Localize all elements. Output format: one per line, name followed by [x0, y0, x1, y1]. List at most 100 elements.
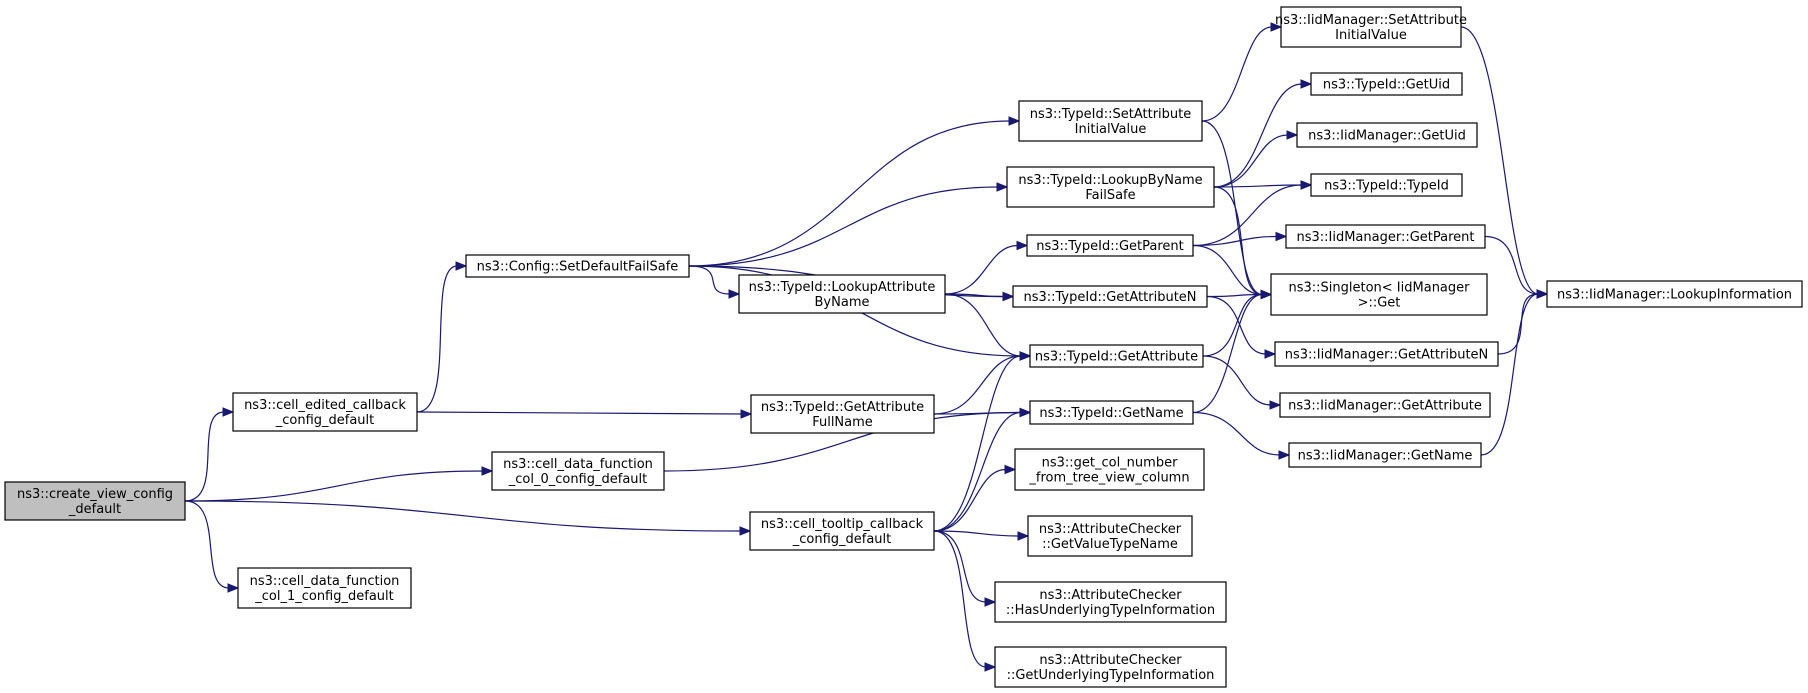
call-graph-nodes: ns3::create_view_config_defaultns3::cell… — [4, 6, 1803, 688]
node-label: _col_0_config_default — [508, 472, 648, 487]
edge-arrowhead — [455, 261, 468, 271]
node-tid-get-attr[interactable]: ns3::TypeId::GetAttribute — [1029, 344, 1204, 368]
node-box — [994, 581, 1227, 623]
node-box — [1288, 442, 1482, 468]
node-label: ns3::TypeId::GetAttributeN — [1023, 290, 1196, 305]
node-iid-get-name[interactable]: ns3::IidManager::GetName — [1288, 442, 1482, 468]
node-box — [1280, 6, 1462, 48]
node-label: _config_default — [275, 413, 375, 428]
edge-set-default-fs-to-tid-set-attr-iv — [688, 120, 1011, 267]
node-iid-get-parent[interactable]: ns3::IidManager::GetParent — [1285, 224, 1486, 249]
node-iid-get-attr-n[interactable]: ns3::IidManager::GetAttributeN — [1274, 341, 1499, 367]
edge-arrowhead — [1264, 349, 1277, 359]
node-ac-get-value-type[interactable]: ns3::AttributeChecker::GetValueTypeName — [1027, 515, 1193, 557]
edge-arrowhead — [1270, 22, 1283, 32]
node-box — [1006, 166, 1215, 208]
node-iid-lookup-info[interactable]: ns3::IidManager::LookupInformation — [1546, 280, 1803, 308]
edge-tid-get-name-to-iid-get-name — [1192, 411, 1281, 456]
node-label: ::GetUnderlyingTypeInformation — [1007, 668, 1215, 683]
edge-arrowhead — [1269, 400, 1282, 410]
edge-create-view-to-cell-edited — [184, 411, 225, 502]
node-cell-edited[interactable]: ns3::cell_edited_callback_config_default — [232, 392, 418, 432]
node-label: ns3::TypeId::LookupAttribute — [749, 280, 936, 295]
edge-cell-edited-to-set-default-fs — [416, 265, 458, 413]
edge-lookup-attr-byname-to-tid-get-attr-n — [944, 293, 1005, 298]
edge-cell-tooltip-to-ac-get-value-type — [933, 530, 1020, 537]
node-label: ns3::Config::SetDefaultFailSafe — [477, 260, 679, 275]
edge-get-attr-fullname-to-tid-get-name — [933, 411, 1022, 415]
edge-tid-lookup-byname-fs-to-tid-typeid — [1213, 184, 1303, 188]
node-tid-get-attr-n[interactable]: ns3::TypeId::GetAttributeN — [1012, 285, 1208, 308]
edge-arrowhead — [1017, 531, 1030, 541]
edge-arrowhead — [996, 182, 1009, 192]
node-label: ::HasUnderlyingTypeInformation — [1006, 603, 1215, 618]
edge-tid-get-parent-to-iid-get-parent — [1192, 235, 1278, 247]
edge-arrowhead — [1019, 351, 1032, 361]
edge-arrowhead — [1016, 240, 1029, 251]
node-label: ns3::IidManager::LookupInformation — [1557, 288, 1792, 303]
node-cell-tooltip[interactable]: ns3::cell_tooltip_callback_config_defaul… — [749, 511, 935, 551]
node-tid-get-name[interactable]: ns3::TypeId::GetName — [1029, 400, 1194, 425]
node-label: ByName — [815, 295, 870, 310]
edge-set-default-fs-to-lookup-attr-byname — [688, 265, 731, 295]
edge-tid-get-attr-n-to-singleton-get — [1206, 293, 1263, 298]
edge-tid-get-parent-to-tid-typeid — [1192, 184, 1303, 247]
node-ac-get-underlying[interactable]: ns3::AttributeChecker::GetUnderlyingType… — [994, 646, 1227, 688]
node-set-default-fs[interactable]: ns3::Config::SetDefaultFailSafe — [465, 254, 690, 278]
node-label: FailSafe — [1085, 188, 1135, 203]
node-iid-get-uid[interactable]: ns3::IidManager::GetUid — [1296, 122, 1478, 148]
node-box — [994, 646, 1227, 688]
node-label: ns3::TypeId::GetAttribute — [1035, 350, 1198, 365]
node-label: ns3::TypeId::GetName — [1039, 406, 1183, 421]
node-label: ns3::IidManager::GetParent — [1296, 230, 1474, 245]
node-get-col-number[interactable]: ns3::get_col_number_from_tree_view_colum… — [1014, 448, 1205, 491]
node-ac-has-underlying[interactable]: ns3::AttributeChecker::HasUnderlyingType… — [994, 581, 1227, 623]
node-tid-get-parent[interactable]: ns3::TypeId::GetParent — [1026, 234, 1194, 257]
edge-arrowhead — [1004, 464, 1017, 475]
edge-tid-set-attr-iv-to-iid-set-attr-iv — [1201, 26, 1273, 122]
node-label: ns3::AttributeChecker — [1039, 588, 1182, 603]
edge-arrowhead — [1300, 180, 1313, 190]
edge-cell-edited-to-get-attr-fullname — [416, 411, 743, 415]
node-box — [1270, 273, 1488, 316]
node-box — [1274, 341, 1499, 367]
node-box — [232, 392, 418, 432]
node-label: ns3::IidManager::GetAttribute — [1288, 399, 1482, 414]
node-box — [749, 511, 935, 551]
node-iid-get-attr[interactable]: ns3::IidManager::GetAttribute — [1279, 392, 1491, 418]
edge-arrowhead — [739, 526, 752, 536]
edge-cell-tooltip-to-ac-get-underlying — [933, 530, 987, 668]
node-label: ns3::get_col_number — [1042, 456, 1178, 471]
edge-arrowhead — [1275, 231, 1288, 242]
edge-tid-get-parent-to-singleton-get — [1192, 244, 1263, 296]
edge-set-default-fs-to-tid-lookup-byname-fs — [688, 186, 999, 267]
node-label: ns3::create_view_config — [17, 487, 173, 502]
edge-arrowhead — [728, 289, 741, 299]
node-label: ns3::TypeId::TypeId — [1324, 179, 1449, 194]
edge-arrowhead — [227, 583, 240, 593]
node-cdf-col0[interactable]: ns3::cell_data_function_col_0_config_def… — [491, 451, 665, 491]
node-create-view[interactable]: ns3::create_view_config_default — [4, 481, 186, 521]
edge-tid-get-attr-to-singleton-get — [1202, 293, 1263, 357]
node-label: _col_1_config_default — [254, 589, 394, 604]
node-box — [491, 451, 665, 491]
node-label: ns3::TypeId::GetUid — [1323, 78, 1450, 93]
node-box — [1310, 72, 1463, 96]
node-tid-get-uid[interactable]: ns3::TypeId::GetUid — [1310, 72, 1463, 96]
node-label: ns3::AttributeChecker — [1039, 522, 1182, 537]
edge-arrowhead — [740, 409, 753, 419]
node-tid-typeid[interactable]: ns3::TypeId::TypeId — [1310, 173, 1463, 197]
node-singleton-get[interactable]: ns3::Singleton< IidManager >::Get — [1270, 273, 1488, 316]
node-iid-set-attr-iv[interactable]: ns3::IidManager::SetAttributeInitialValu… — [1275, 6, 1467, 48]
edge-create-view-to-cell-tooltip — [184, 500, 742, 532]
node-box — [1029, 344, 1204, 368]
edge-iid-get-attr-n-to-iid-lookup-info — [1497, 293, 1539, 355]
node-cdf-col1[interactable]: ns3::cell_data_function_col_1_config_def… — [237, 567, 412, 609]
node-label: ns3::Singleton< IidManager — [1288, 281, 1470, 296]
node-label: ns3::IidManager::SetAttribute — [1275, 13, 1467, 28]
